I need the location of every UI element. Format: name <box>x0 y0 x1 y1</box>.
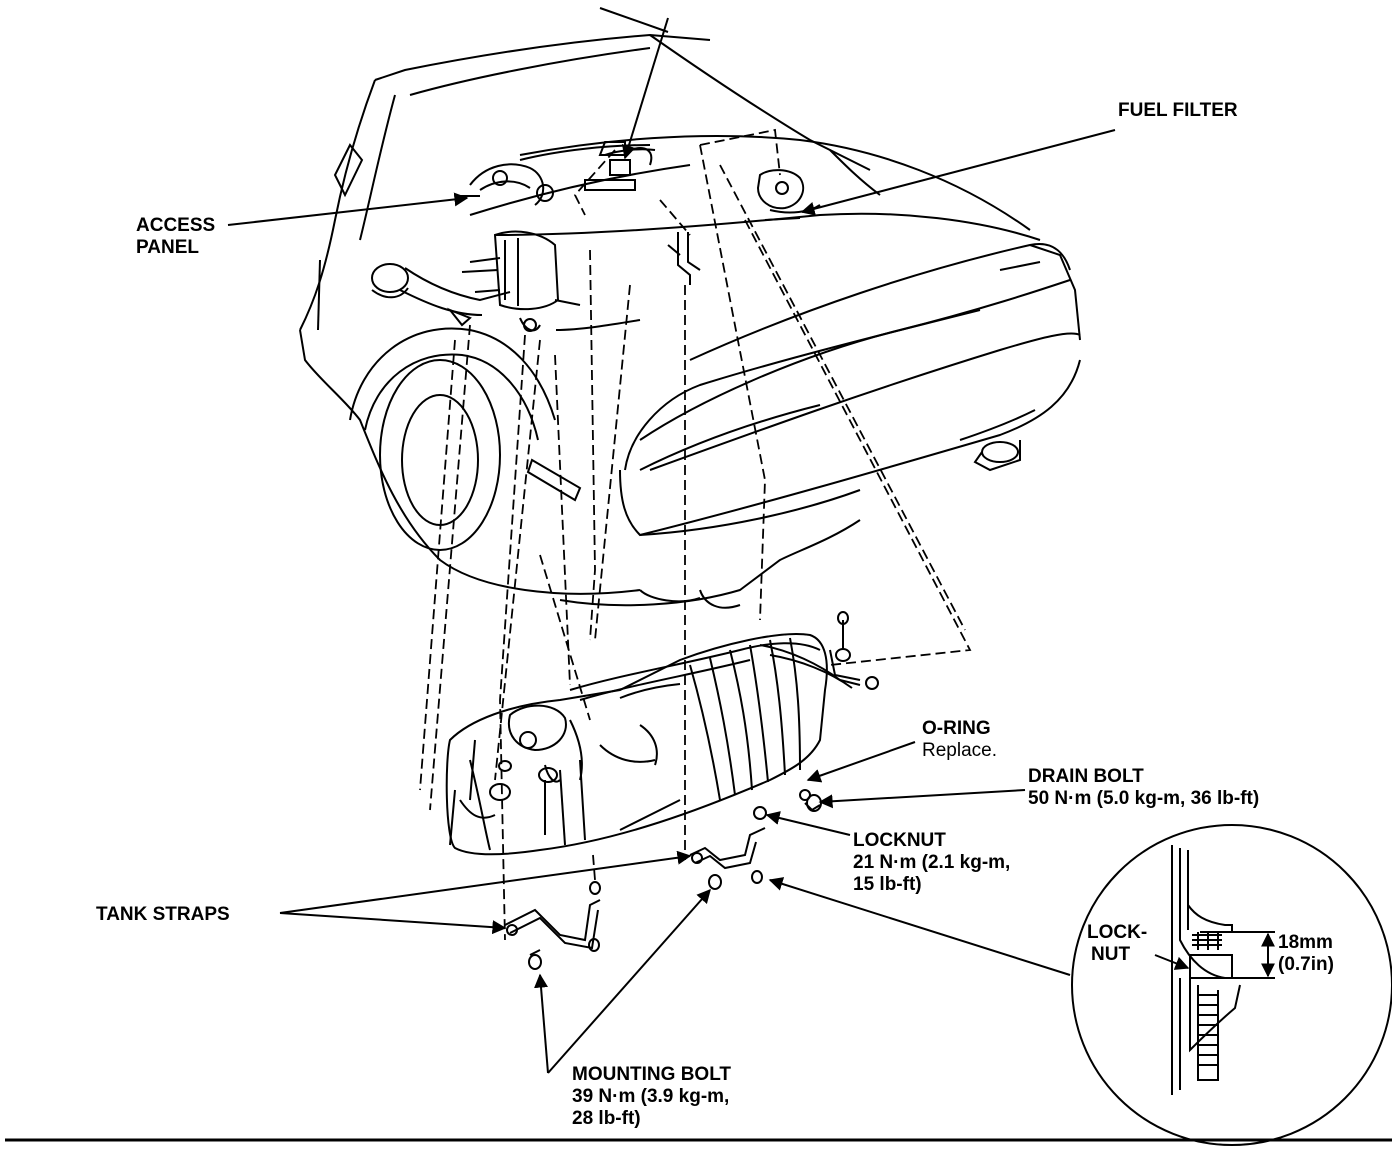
locknut-spec2: 15 lb-ft) <box>853 874 922 895</box>
car-components <box>446 141 821 332</box>
locknut-title: LOCKNUT <box>853 830 946 851</box>
detail-dimension-label: 18mm (0.7in) <box>1278 932 1334 976</box>
detail-dimension-mm: 18mm <box>1278 932 1333 953</box>
drain-bolt-title: DRAIN BOLT <box>1028 766 1144 787</box>
car-body <box>299 33 1081 609</box>
access-panel-line2: PANEL <box>136 237 199 258</box>
mounting-bolt-spec1: 39 N·m (3.9 kg-m, <box>572 1086 730 1107</box>
o-ring-note: Replace. <box>922 740 997 761</box>
fuel-tank <box>445 611 879 856</box>
tank-straps-label: TANK STRAPS <box>96 904 230 925</box>
access-panel-line1: ACCESS <box>136 215 216 236</box>
leader-lines <box>227 7 1116 1074</box>
o-ring-label: O-RING Replace. <box>922 718 997 762</box>
drain-bolt-spec: 50 N·m (5.0 kg-m, 36 lb-ft) <box>1028 788 1260 809</box>
detail-locknut-line2: NUT <box>1091 944 1131 965</box>
o-ring-title: O-RING <box>922 718 991 739</box>
locknut-detail-inset <box>1071 824 1392 1146</box>
access-panel-label: ACCESS PANEL <box>136 215 215 259</box>
locknut-spec1: 21 N·m (2.1 kg-m, <box>853 852 1011 873</box>
mounting-bolt-title: MOUNTING BOLT <box>572 1064 732 1085</box>
detail-dimension-in: (0.7in) <box>1278 954 1334 975</box>
mounting-bolt-spec2: 28 lb-ft) <box>572 1108 641 1129</box>
fuel-filter-label: FUEL FILTER <box>1118 100 1238 121</box>
detail-locknut-label: LOCK- NUT <box>1087 922 1147 966</box>
drain-bolt-label: DRAIN BOLT 50 N·m (5.0 kg-m, 36 lb-ft) <box>1028 766 1259 810</box>
mounting-bolt-label: MOUNTING BOLT 39 N·m (3.9 kg-m, 28 lb-ft… <box>572 1064 731 1130</box>
detail-locknut-line1: LOCK- <box>1087 922 1148 943</box>
assembly-lines <box>419 128 972 941</box>
locknut-label: LOCKNUT 21 N·m (2.1 kg-m, 15 lb-ft) <box>853 830 1010 896</box>
